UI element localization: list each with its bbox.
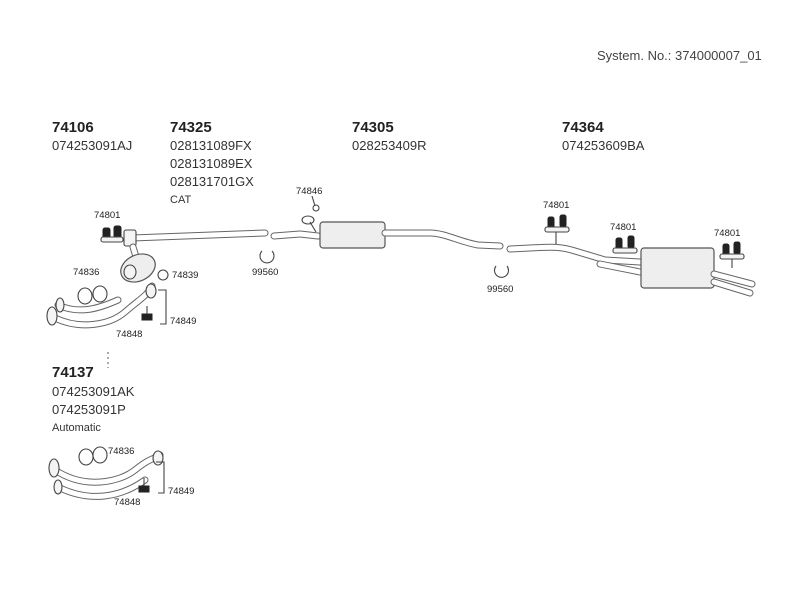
part-number-74325: 74325 (170, 119, 212, 136)
callout-74801: 74801 (94, 210, 121, 221)
catalytic-converter (120, 243, 156, 283)
clamp-99560-b (493, 265, 510, 278)
callout-74836: 74836 (108, 446, 135, 457)
callout-74839: 74839 (172, 270, 199, 281)
oem-number: 028253409R (352, 138, 427, 153)
rear-pipe-74364 (506, 243, 644, 276)
bracket-74849-b (156, 461, 165, 494)
part-number-74305: 74305 (352, 119, 394, 136)
part-number-74137: 74137 (52, 364, 94, 381)
callout-74836: 74836 (73, 267, 100, 278)
center-muffler-74305 (319, 221, 504, 250)
part-number-74364: 74364 (562, 119, 604, 136)
callout-74801: 74801 (610, 222, 637, 233)
callout-74801: 74801 (714, 228, 741, 239)
hanger-74801-middle (544, 214, 570, 244)
hanger-74846 (301, 195, 320, 233)
oem-number: 028131701GX (170, 174, 254, 189)
part-number-74106: 74106 (52, 119, 94, 136)
gasket-ring-74839 (157, 269, 169, 281)
callout-74801: 74801 (543, 200, 570, 211)
oem-number: 028131089FX (170, 138, 252, 153)
automatic-note: Automatic (52, 422, 101, 434)
callout-74849: 74849 (170, 316, 197, 327)
intermediate-pipe (270, 230, 322, 240)
hanger-74801-right-a (612, 235, 638, 254)
callout-74848: 74848 (116, 329, 143, 340)
cat-note: CAT (170, 194, 192, 206)
clamp-99560-a (259, 250, 275, 264)
front-pipe-74325 (123, 229, 269, 247)
callout-99560: 99560 (487, 284, 514, 295)
oem-number: 074253609BA (562, 138, 645, 153)
oem-number: 074253091P (52, 402, 126, 417)
callout-74848: 74848 (114, 497, 141, 508)
oem-number: 074253091AJ (52, 138, 133, 153)
system-number: System. No.: 374000007_01 (597, 48, 762, 63)
callout-74846: 74846 (296, 186, 323, 197)
oem-number: 028131089EX (170, 156, 253, 171)
downpipe-74137 (48, 450, 164, 500)
downpipe-74106 (46, 282, 157, 329)
gasket-74836-b (78, 446, 108, 466)
callout-99560: 99560 (252, 267, 279, 278)
bolt-74848-a (141, 306, 153, 321)
bracket-74849-a (158, 289, 167, 325)
gasket-74836-a (77, 285, 108, 305)
oem-number: 074253091AK (52, 384, 135, 399)
hanger-74801-left (100, 225, 124, 243)
bolt-74848-b (138, 478, 150, 493)
callout-74849: 74849 (168, 486, 195, 497)
rear-muffler-74364 (640, 247, 756, 297)
hanger-74801-right-b (719, 241, 745, 268)
